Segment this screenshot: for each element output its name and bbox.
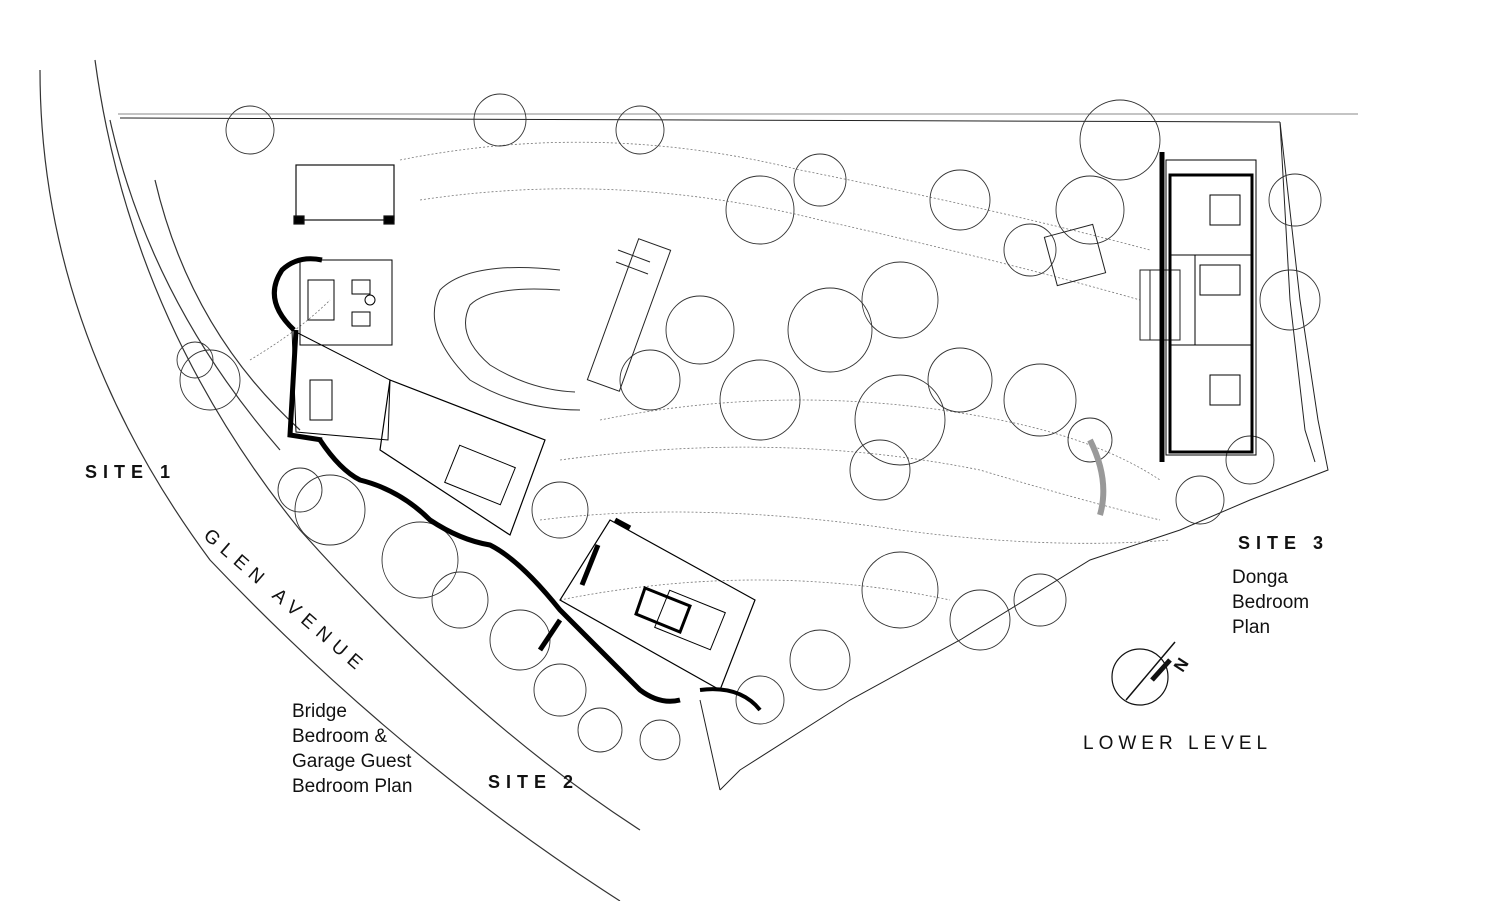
glen-avenue-road (39, 59, 641, 901)
contour-lines (249, 141, 1171, 601)
lower-level-label: LOWER LEVEL (1083, 733, 1273, 754)
bridge-bedroom-caption: Bridge Bedroom & Garage Guest Bedroom Pl… (292, 701, 413, 797)
garden-path (433, 267, 1107, 516)
site-3-label: SITE 3 (1238, 533, 1330, 553)
donga-bedroom-caption: Donga Bedroom Plan (1232, 567, 1310, 638)
garage (293, 164, 395, 225)
site-1-label: SITE 1 (85, 462, 177, 482)
bridge-bedroom-building (271, 256, 762, 712)
vegetation-trees (176, 93, 1322, 761)
site-2-label: SITE 2 (488, 772, 580, 792)
donga-building (1159, 152, 1257, 462)
site-boundary (118, 113, 1358, 791)
north-arrow (1111, 641, 1176, 706)
